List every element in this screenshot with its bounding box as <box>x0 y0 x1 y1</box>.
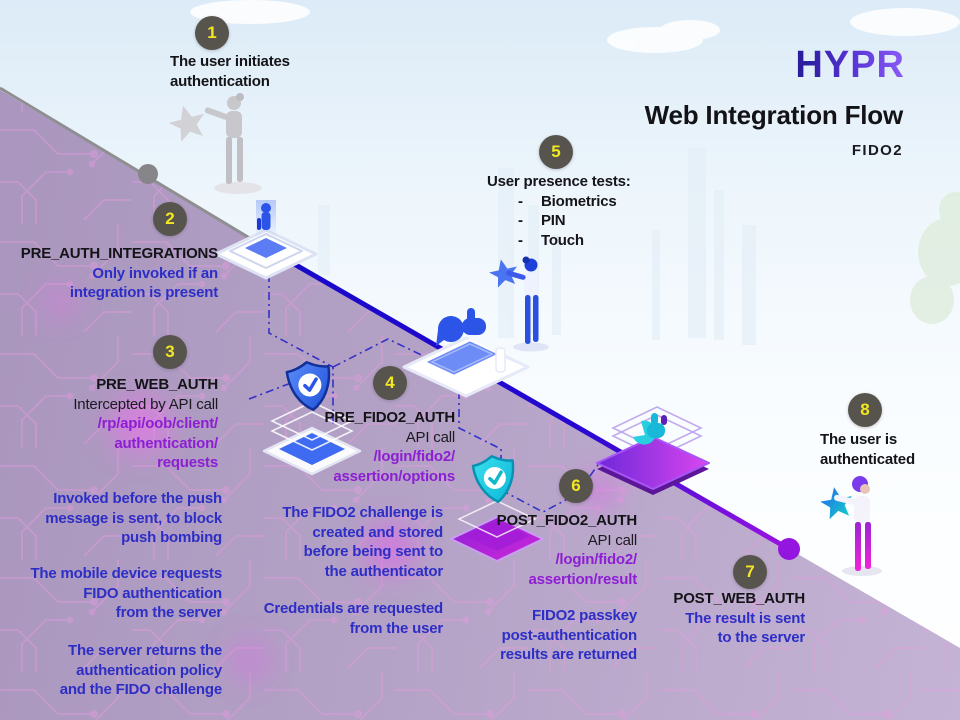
text-line: created and stored <box>312 523 443 541</box>
step-4-note-2: Credentials are requested from the user <box>264 599 443 638</box>
step-3-note-2: The mobile device requests FIDO authenti… <box>30 564 222 623</box>
text-line: before being sent to <box>303 543 444 560</box>
text-line: the authenticator <box>324 562 443 580</box>
step-name: PRE_WEB_AUTH <box>96 376 218 393</box>
step-7-text: POST_WEB_AUTH The result is sent to the … <box>673 589 805 648</box>
text-line: The user initiates <box>170 53 290 70</box>
text-line: authentication <box>170 72 270 90</box>
flow-end-dot <box>778 538 800 560</box>
step-badge-5: 5 <box>539 135 573 169</box>
step-6-note: FIDO2 passkey post-authentication result… <box>500 606 637 665</box>
bullet-dash: - <box>518 212 523 229</box>
cloud-thumbs-platform-icon <box>596 406 710 495</box>
user-on-platform-icon <box>214 200 318 280</box>
page-subtitle: FIDO2 <box>851 142 903 159</box>
step-3-note-1: Invoked before the push message is sent,… <box>45 489 222 548</box>
text-line: PIN <box>541 212 566 229</box>
flow-main-line <box>254 239 800 560</box>
text-line: Intercepted by API call <box>73 395 218 413</box>
api-path-line: /login/fido2/ <box>373 448 455 465</box>
text-line: and the FIDO challenge <box>59 681 222 698</box>
step-badge-7: 7 <box>733 555 767 589</box>
api-path-line: /rp/api/oob/client/ <box>97 415 219 432</box>
step-name: POST_FIDO2_AUTH <box>496 512 638 529</box>
text-line: Credentials are requested <box>263 600 443 617</box>
step-badge-6: 6 <box>559 469 593 503</box>
text-line: The mobile device requests <box>30 565 222 582</box>
purple-person-holding-star <box>820 476 882 576</box>
text-line: API call <box>405 428 455 446</box>
api-path-line: requests <box>157 454 218 471</box>
step-badge-2: 2 <box>153 202 187 236</box>
api-path-line: assertion/result <box>528 570 637 588</box>
list-item: - Touch <box>487 231 631 251</box>
api-path-line: assertion/options <box>333 467 455 485</box>
step-1-text: The user initiates authentication <box>170 52 290 91</box>
step-6-text: POST_FIDO2_AUTH API call /login/fido2/ a… <box>496 511 638 589</box>
step-name: PRE_FIDO2_AUTH <box>324 409 455 426</box>
text-line: FIDO authentication <box>83 584 222 602</box>
text-line: Only invoked if an <box>92 264 218 282</box>
laptop-approval-icon <box>402 308 530 398</box>
text-line: API call <box>587 531 637 549</box>
step-2-text: PRE_AUTH_INTEGRATIONS Only invoked if an… <box>21 244 218 303</box>
step-badge-4: 4 <box>373 366 407 400</box>
bullet-dash: - <box>518 231 523 249</box>
step-3-note-3: The server returns the authentication po… <box>60 641 222 700</box>
text-line: integration is present <box>69 284 218 301</box>
text-line: The user is <box>820 431 897 448</box>
blue-shield-platform-icon <box>262 360 362 476</box>
step-badge-3: 3 <box>153 335 187 369</box>
text-line: The server returns the <box>68 642 222 659</box>
step-name: PRE_AUTH_INTEGRATIONS <box>20 245 218 262</box>
list-item: - Biometrics <box>487 192 631 212</box>
step-5-text: User presence tests: - Biometrics - PIN … <box>487 172 631 250</box>
step-heading: User presence tests: <box>487 173 631 190</box>
text-line: authentication policy <box>76 661 222 679</box>
step-badge-8: 8 <box>848 393 882 427</box>
page-title: Web Integration Flow <box>644 100 904 130</box>
api-path-line: authentication/ <box>114 434 218 452</box>
text-line: from the user <box>349 619 443 637</box>
step-3-text: PRE_WEB_AUTH Intercepted by API call /rp… <box>73 375 218 473</box>
text-line: FIDO2 passkey <box>532 607 637 624</box>
flow-start-dot <box>138 164 158 184</box>
text-line: message is sent, to block <box>45 509 222 527</box>
step-4-text: PRE_FIDO2_AUTH API call /login/fido2/ as… <box>324 408 455 486</box>
flow-start-segment <box>0 86 259 245</box>
list-item: - PIN <box>487 211 631 231</box>
step-8-text: The user is authenticated <box>820 430 915 469</box>
gray-person-holding-star <box>168 93 262 194</box>
hypr-logo: HYPR <box>795 44 905 86</box>
text-line: authenticated <box>820 450 915 468</box>
step-name: POST_WEB_AUTH <box>673 590 805 607</box>
text-line: The result is sent <box>685 609 805 627</box>
step-badge-1: 1 <box>195 16 229 50</box>
text-line: Biometrics <box>541 192 617 210</box>
step-4-note-1: The FIDO2 challenge is created and store… <box>282 503 443 581</box>
text-line: Invoked before the push <box>53 490 222 507</box>
text-line: post-authentication <box>501 626 638 644</box>
text-line: from the server <box>115 604 222 621</box>
text-line: The FIDO2 challenge is <box>282 504 443 521</box>
text-line: results are returned <box>500 646 637 663</box>
text-line: push bombing <box>121 529 222 546</box>
api-path-line: /login/fido2/ <box>555 551 637 568</box>
cyan-shield-purple-platform-icon <box>450 454 544 562</box>
bullet-dash: - <box>518 192 523 210</box>
blue-person-holding-star <box>489 256 549 352</box>
text-line: Touch <box>541 231 584 249</box>
text-line: to the server <box>717 629 806 646</box>
